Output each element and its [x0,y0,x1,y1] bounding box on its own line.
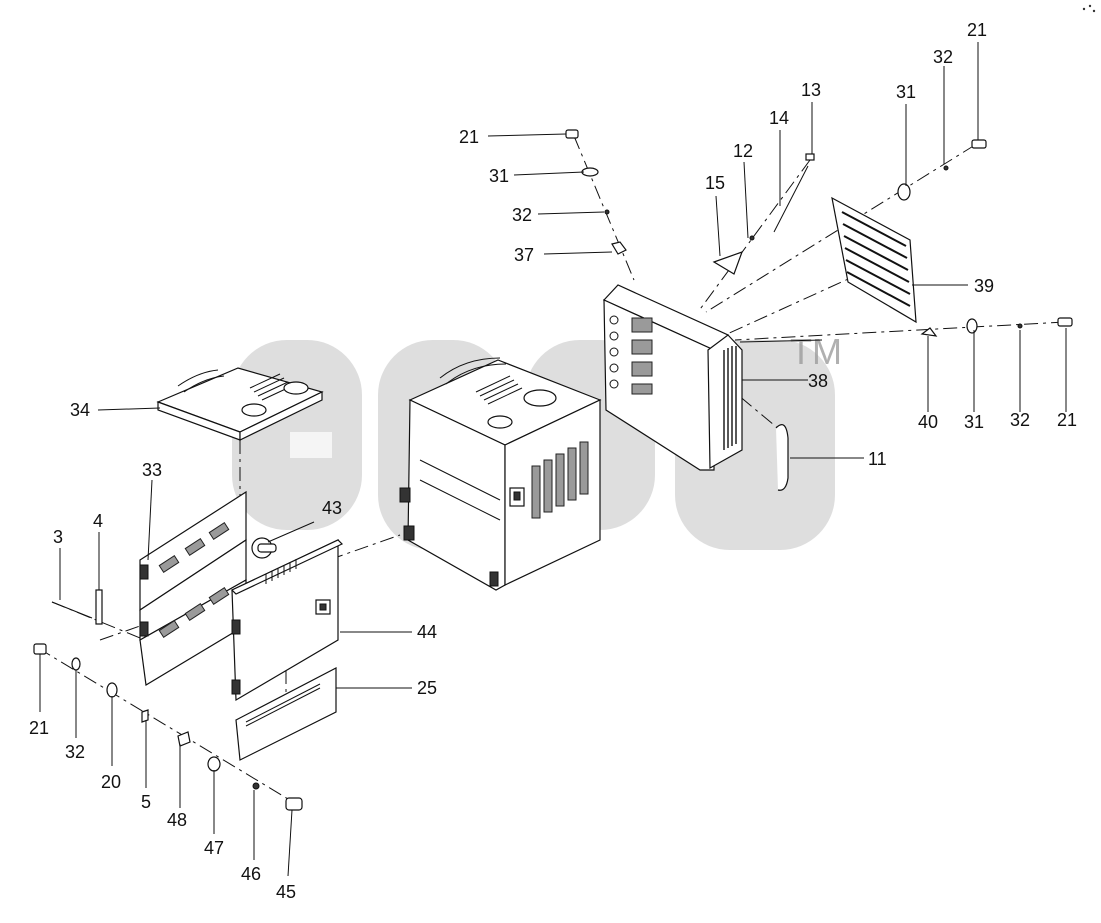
callout-labels: 21 31 32 37 13 14 12 15 21 32 31 39 38 1… [29,20,1077,902]
callout-21-top: 21 [459,127,479,147]
handle-11 [775,424,789,491]
callout-44: 44 [417,622,437,642]
corner-marks [1082,4,1096,13]
callout-12: 12 [733,141,753,161]
callout-21-bottomleft: 21 [29,718,49,738]
callout-11: 11 [868,449,887,469]
leader-lines [39,42,1067,877]
rear-door-38 [707,334,743,470]
callout-38: 38 [808,371,828,391]
callout-31-topright: 31 [896,82,916,102]
rear-panel [602,284,730,471]
main-housing [399,357,602,591]
callout-32-topright: 32 [933,47,953,67]
callout-45: 45 [276,882,296,902]
callout-14: 14 [769,108,789,128]
callout-3: 3 [53,527,63,547]
callout-32-right: 32 [1010,410,1030,430]
callout-37: 37 [514,245,534,265]
callout-34: 34 [70,400,90,420]
callout-33: 33 [142,460,162,480]
callout-4: 4 [93,511,103,531]
watermark-trademark: TM [790,331,842,372]
hardware-parts [33,129,1073,811]
callout-48: 48 [167,810,187,830]
callout-13: 13 [801,80,821,100]
top-cover-34 [156,367,324,441]
callout-32-top: 32 [512,205,532,225]
callout-40: 40 [918,412,938,432]
callout-46: 46 [241,864,261,884]
callout-21-right: 21 [1057,410,1077,430]
callout-20: 20 [101,772,121,792]
bottom-plate-25 [235,667,337,761]
front-door-44 [230,539,344,702]
callout-47: 47 [204,838,224,858]
callout-21-topright: 21 [967,20,987,40]
callout-32-bottomleft: 32 [65,742,85,762]
callout-31-right: 31 [964,412,984,432]
louver-grille-39 [831,196,917,324]
assembly-lines [37,135,1066,806]
callout-5: 5 [141,792,151,812]
callout-39: 39 [974,276,994,296]
callout-31-top: 31 [489,166,509,186]
callout-43: 43 [322,498,342,518]
callout-25: 25 [417,678,437,698]
side-panel-33 [139,490,247,686]
knob-43 [251,537,277,559]
callout-15: 15 [705,173,725,193]
